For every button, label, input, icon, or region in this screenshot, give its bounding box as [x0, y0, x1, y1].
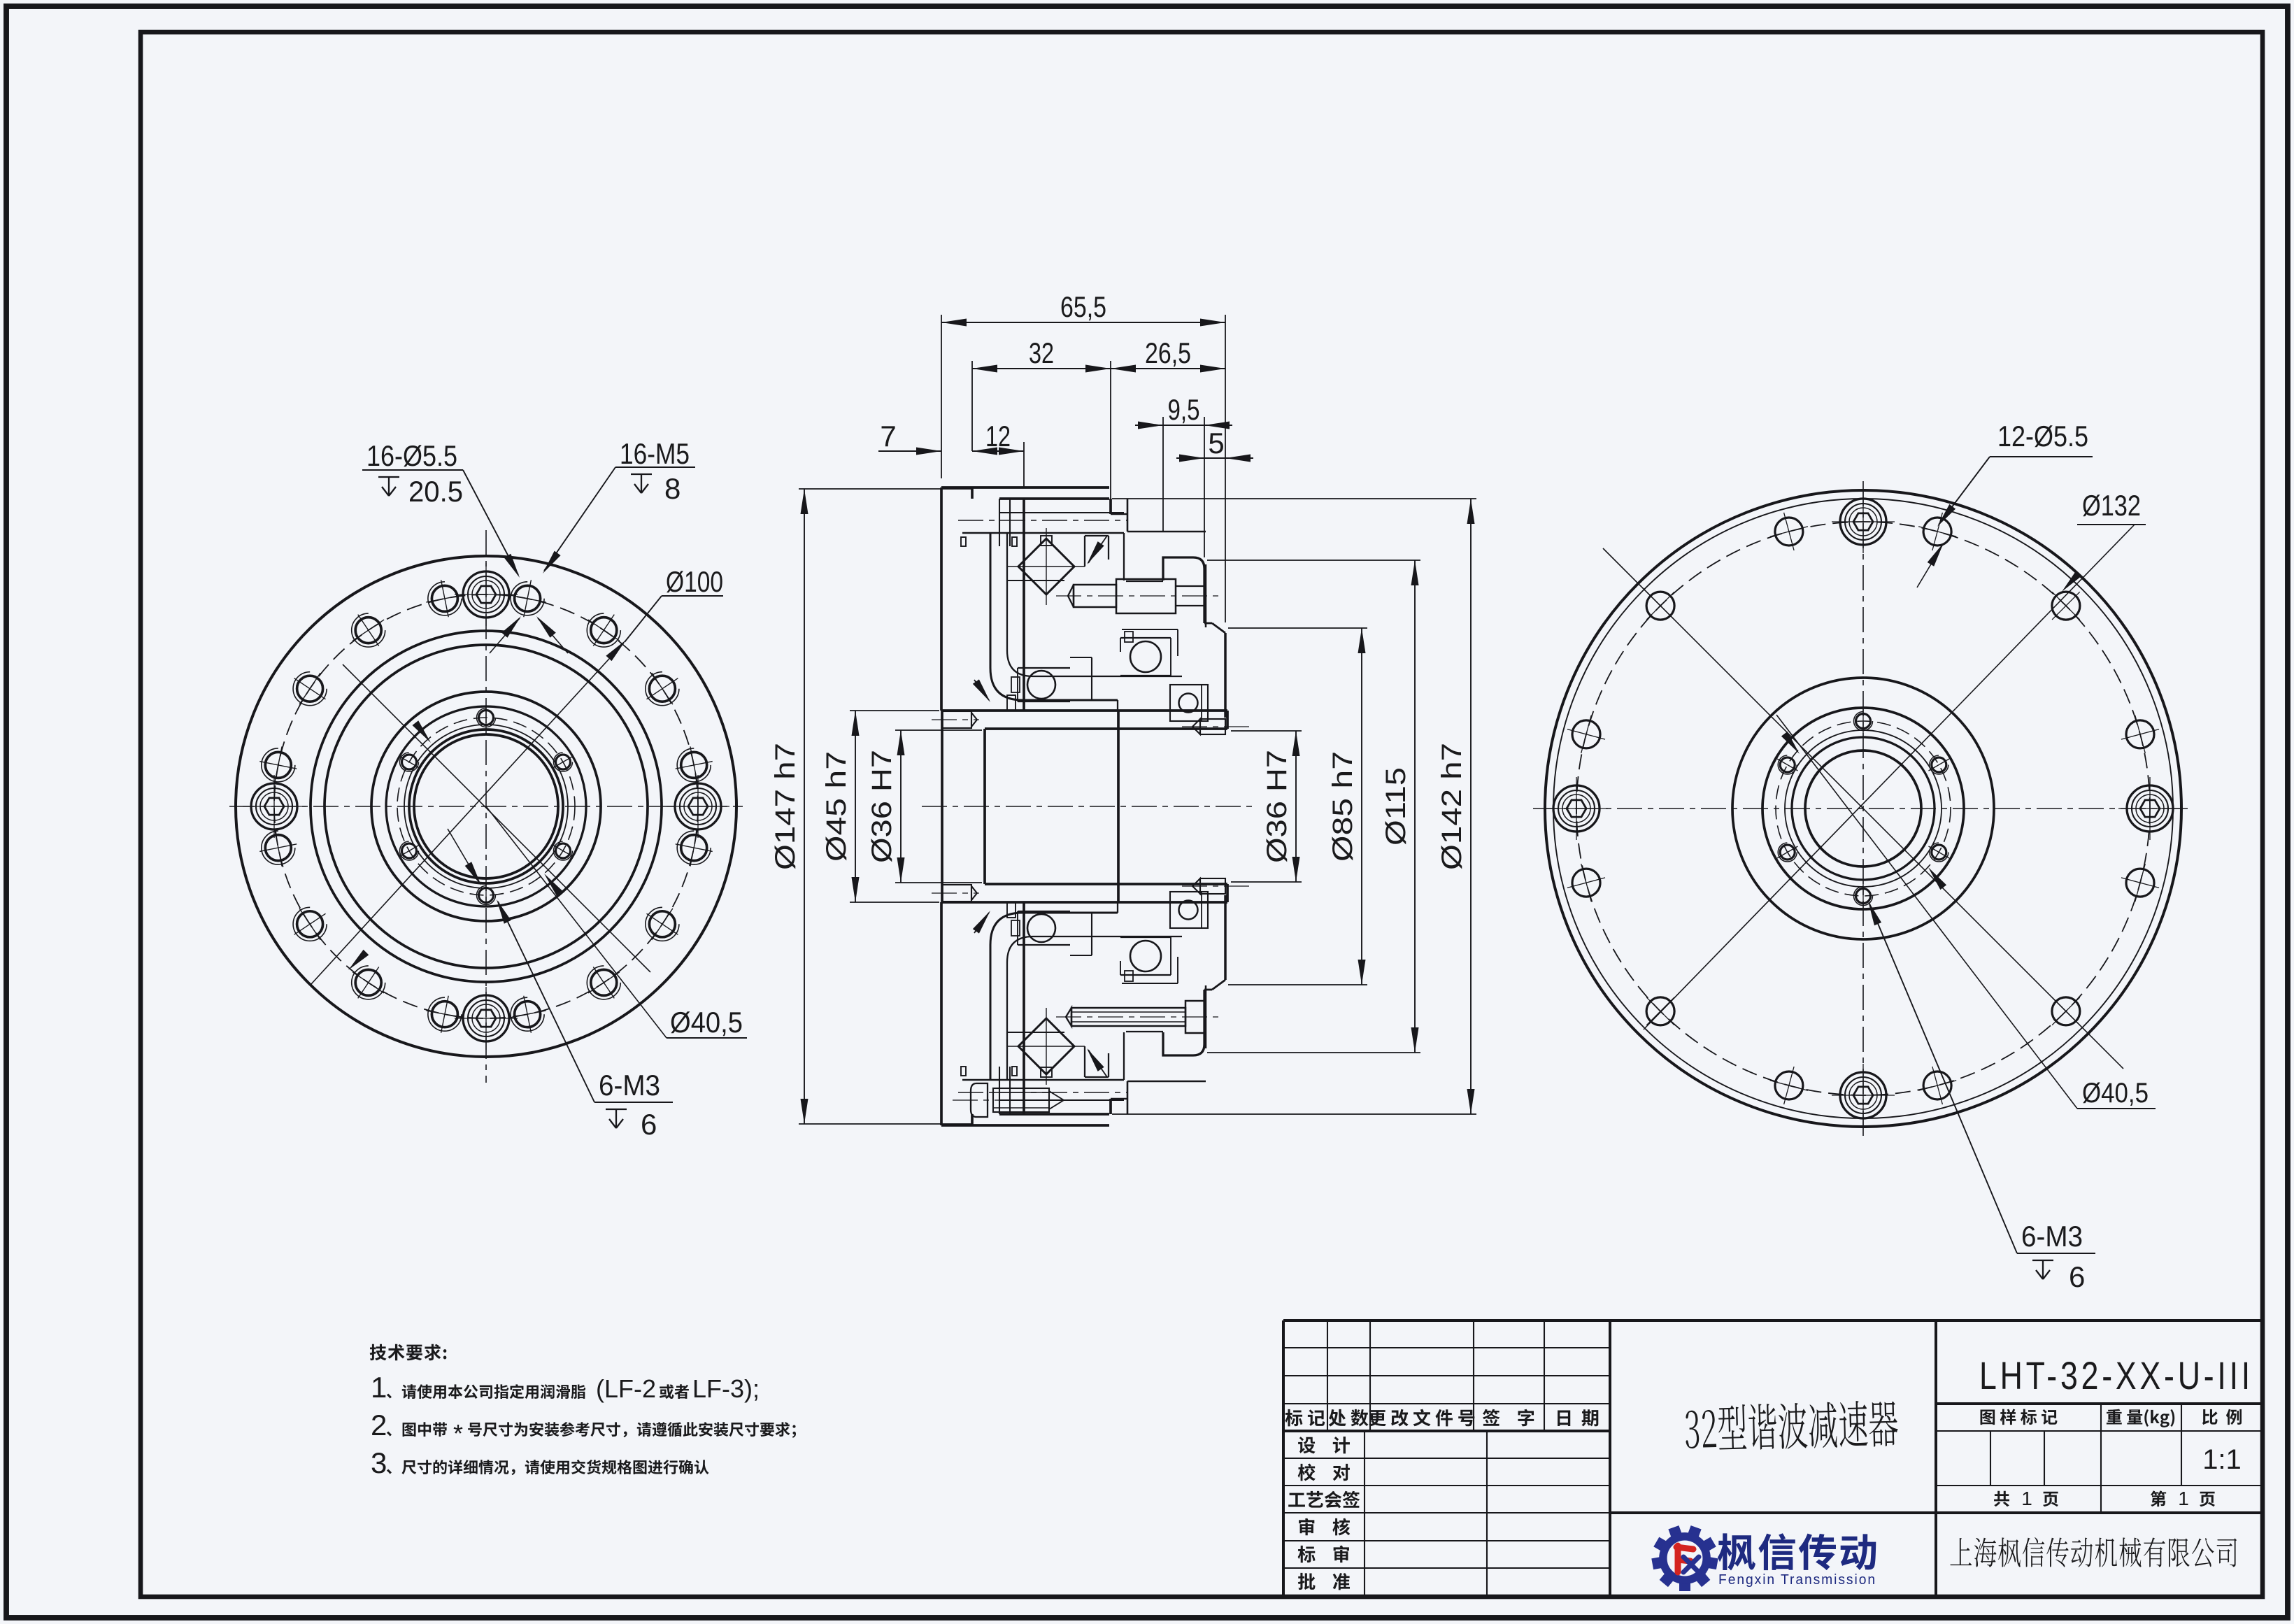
svg-text:Ø40,5: Ø40,5 [2082, 1078, 2149, 1109]
svg-text:LF-3);: LF-3); [692, 1374, 760, 1403]
svg-text:(LF-2: (LF-2 [596, 1374, 656, 1403]
svg-text:1: 1 [2021, 1488, 2032, 1509]
svg-text:1: 1 [2178, 1488, 2189, 1509]
svg-text:9,5: 9,5 [1168, 393, 1200, 426]
svg-text:Ø85 h7: Ø85 h7 [1327, 751, 1358, 862]
svg-text:Ø132: Ø132 [2082, 489, 2141, 522]
svg-text:6: 6 [2069, 1260, 2085, 1293]
svg-text:Ø100: Ø100 [666, 565, 723, 598]
svg-text:6-M3: 6-M3 [2021, 1220, 2083, 1253]
svg-text:Ø142 h7: Ø142 h7 [1437, 743, 1467, 870]
svg-text:1:1: 1:1 [2202, 1444, 2242, 1475]
svg-text:2: 2 [371, 1409, 387, 1441]
svg-text:Ø147 h7: Ø147 h7 [770, 743, 801, 870]
svg-text:Ø45 h7: Ø45 h7 [821, 751, 852, 862]
svg-text:Ø40,5: Ø40,5 [670, 1006, 743, 1039]
svg-text:6: 6 [641, 1108, 657, 1141]
svg-text:12-Ø5.5: 12-Ø5.5 [1997, 420, 2088, 453]
svg-text:26,5: 26,5 [1145, 336, 1191, 369]
svg-text:5: 5 [1208, 427, 1224, 460]
svg-text:20.5: 20.5 [408, 475, 463, 508]
svg-text:1: 1 [371, 1371, 387, 1404]
svg-text:6-M3: 6-M3 [599, 1069, 660, 1102]
svg-text:Fengxin Transmission: Fengxin Transmission [1718, 1572, 1876, 1588]
svg-text:LHT-32-XX-U-III: LHT-32-XX-U-III [1979, 1353, 2253, 1397]
svg-text:Ø36 H7: Ø36 H7 [1262, 750, 1292, 863]
svg-text:16-Ø5.5: 16-Ø5.5 [366, 439, 457, 472]
svg-text:32: 32 [1029, 336, 1054, 369]
svg-text:Ø36 H7: Ø36 H7 [867, 750, 897, 863]
svg-text:*: * [453, 1419, 463, 1448]
svg-text:8: 8 [664, 472, 681, 505]
svg-text:3: 3 [371, 1446, 387, 1479]
svg-text:65,5: 65,5 [1060, 290, 1106, 323]
svg-text:12: 12 [985, 420, 1011, 453]
svg-text:Ø115: Ø115 [1381, 767, 1411, 846]
svg-text:16-M5: 16-M5 [620, 437, 690, 470]
svg-text:7: 7 [880, 420, 896, 453]
